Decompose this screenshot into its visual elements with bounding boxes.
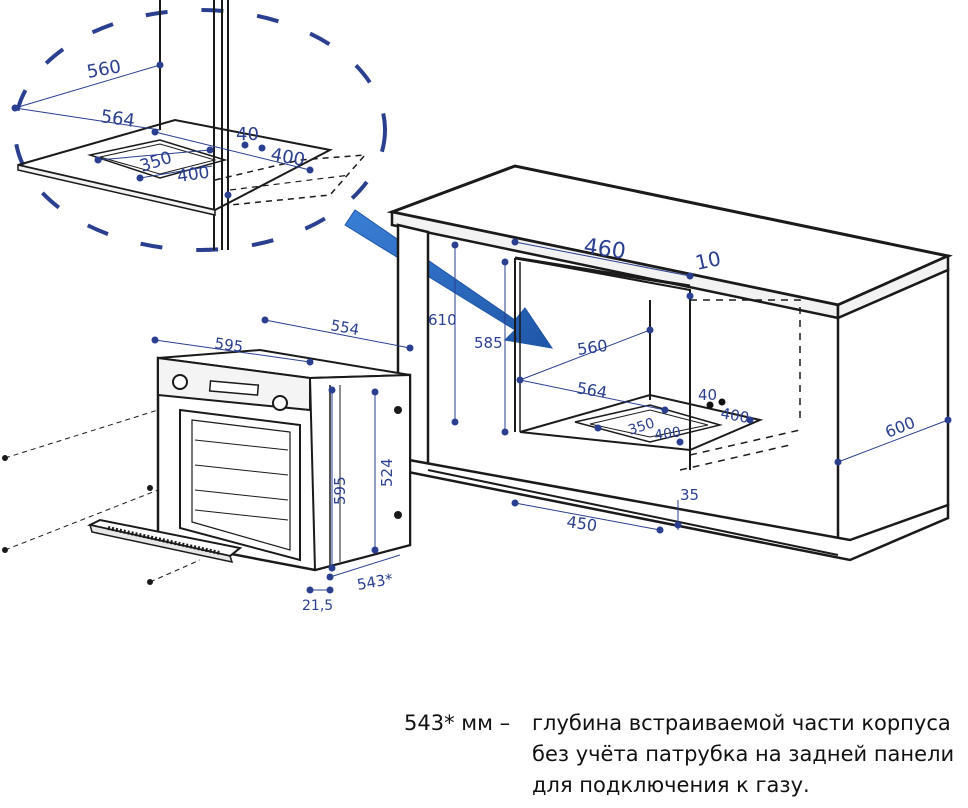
cabinet-dim-40: 40: [698, 386, 717, 404]
cabinet-dim-35: 35: [680, 486, 699, 504]
detail-dim-400a: 400: [269, 144, 306, 171]
detail-dim-40: 40: [236, 124, 259, 145]
cabinet-dim-560: 560: [576, 336, 609, 359]
detail-dim-564: 564: [99, 106, 136, 132]
detail-zoom: 560 564 40 400 350 400: [11, 0, 387, 252]
oven-dim-595-width: 595: [213, 334, 244, 356]
cabinet-dim-400a: 400: [719, 404, 750, 427]
cabinet-dim-585: 585: [474, 334, 503, 352]
detail-dim-350: 350: [137, 148, 174, 177]
oven-dim-21-5: 21,5: [302, 598, 333, 614]
detail-dim-400b: 400: [176, 163, 211, 187]
footnote-line-3: для подключения к газу.: [532, 773, 810, 797]
footnote: 543* мм – глубина встраиваемой части кор…: [404, 708, 968, 801]
cabinet-dim-10: 10: [693, 246, 723, 275]
cabinet-dim-610: 610: [428, 311, 457, 329]
cabinet-dim-450: 450: [565, 512, 598, 535]
cabinet-dim-350: 350: [626, 415, 656, 438]
oven: 595 554 595 524 543* 21,5: [2, 316, 414, 614]
oven-dim-595-height: 595: [331, 476, 349, 505]
oven-dim-543-star: 543*: [356, 570, 395, 594]
oven-dim-554: 554: [329, 316, 360, 339]
oven-dim-524: 524: [378, 458, 396, 487]
detail-dim-560: 560: [85, 56, 122, 83]
footnote-line-2: без учёта патрубка на задней панели: [532, 742, 955, 766]
cabinet-dim-400b: 400: [653, 424, 682, 444]
cabinet: 460 10 610 585 560 564 40 400 350 400 60…: [386, 164, 953, 562]
detail-zoom-circle: [13, 8, 387, 252]
cabinet-dim-460: 460: [582, 234, 627, 265]
footnote-line-1: глубина встраиваемой части корпуса: [532, 711, 951, 735]
cabinet-dim-564: 564: [575, 378, 608, 402]
footnote-key: 543* мм –: [404, 711, 511, 735]
